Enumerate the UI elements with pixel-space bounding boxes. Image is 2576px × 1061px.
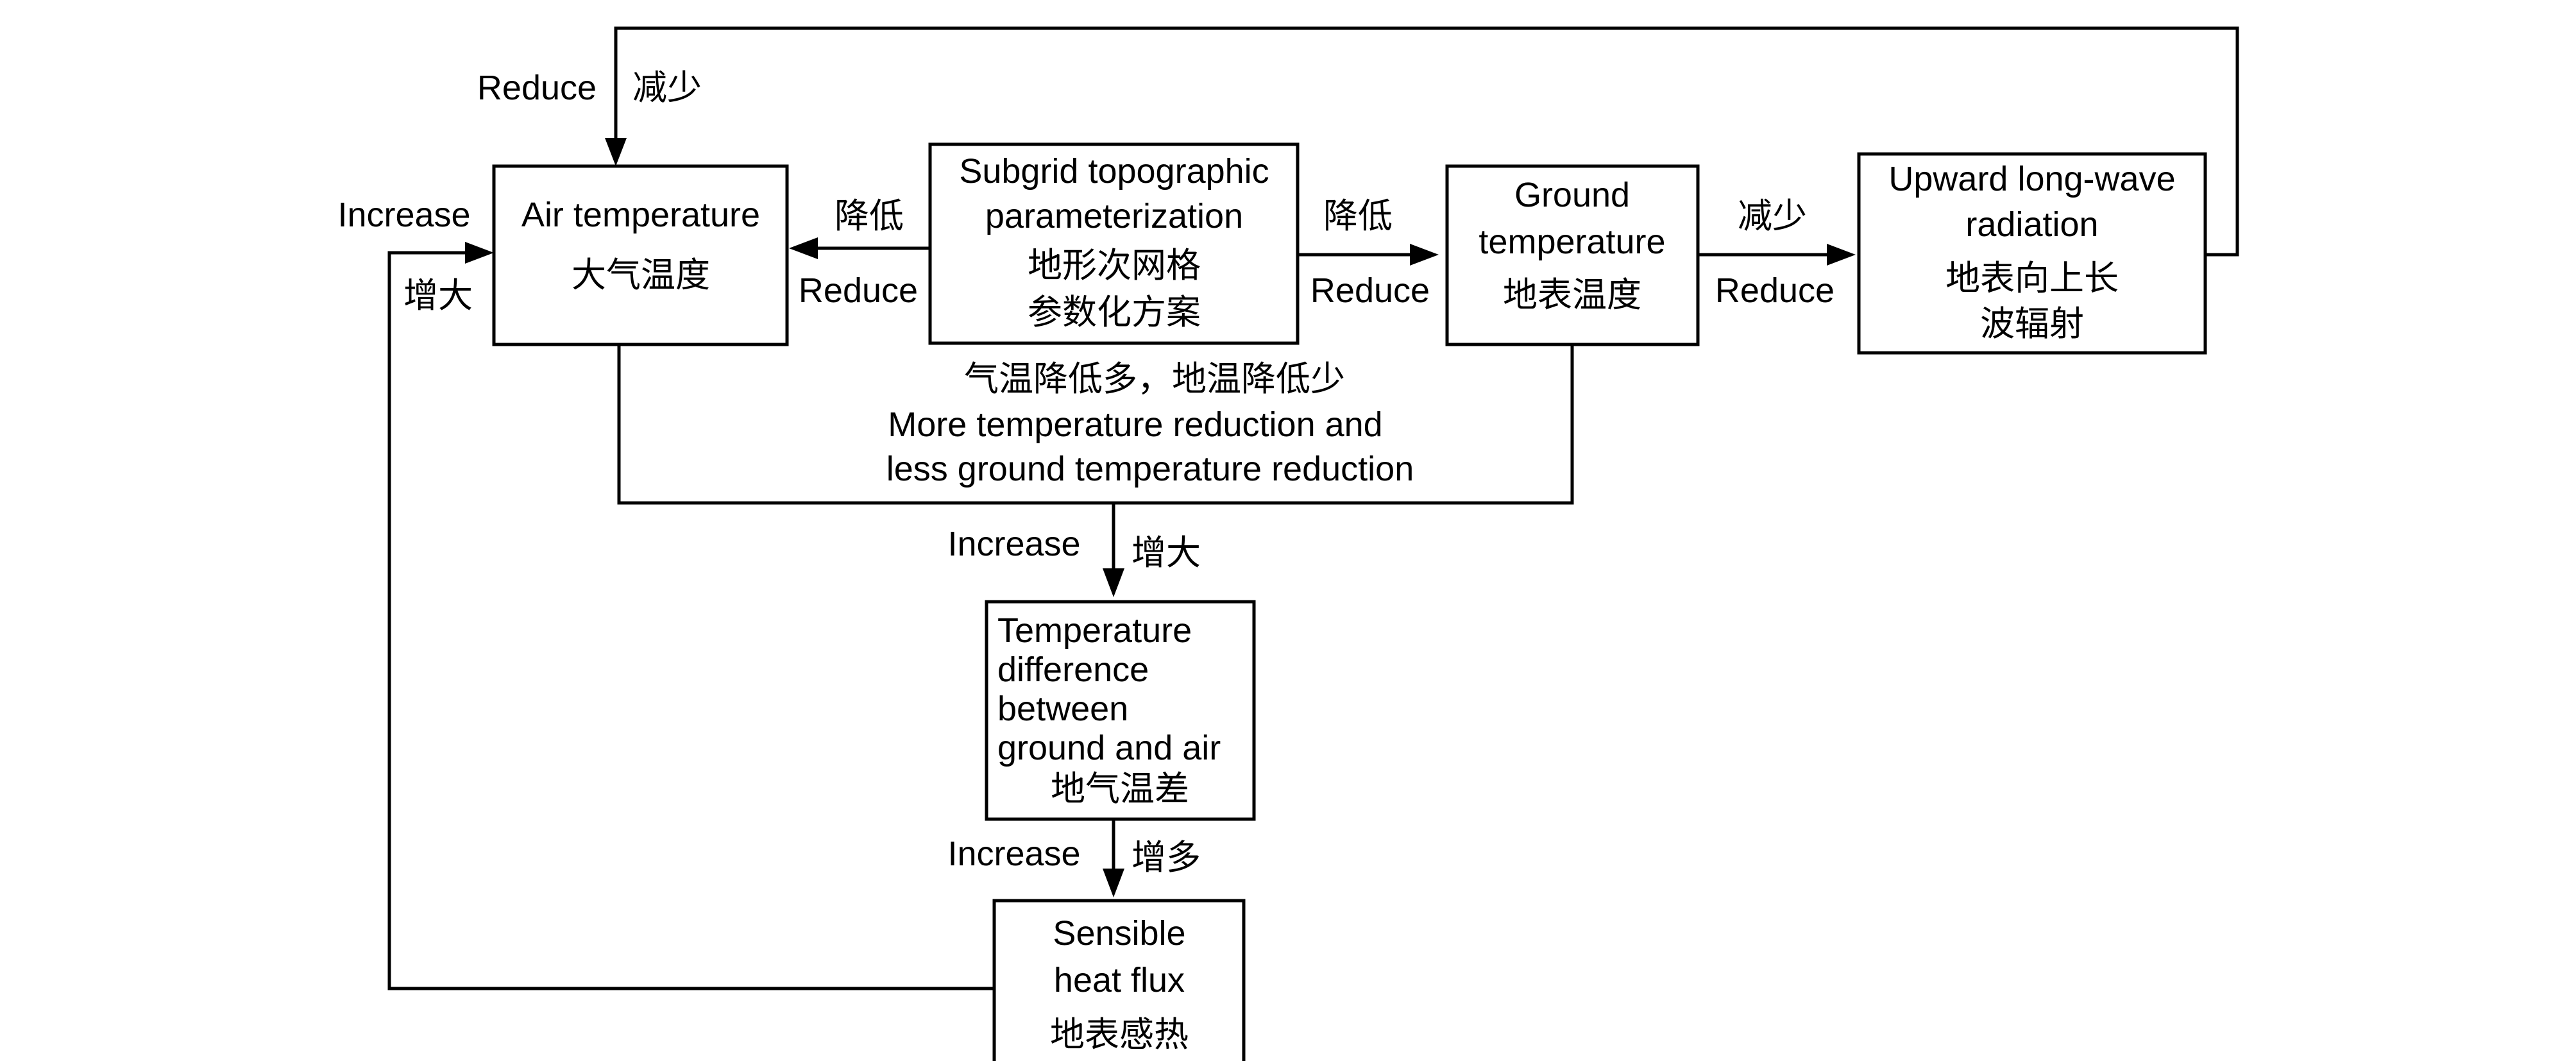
ground-temperature-box: [1445, 164, 1700, 346]
edge-to-sensible-heat-label-en: Increase: [947, 835, 1080, 873]
edge-upward-to-air-label-en: Reduce: [477, 69, 597, 107]
edge-sensible-to-air-label-en: Increase: [337, 196, 470, 234]
ground-temperature-label-zh: 地表温度: [1503, 276, 1641, 314]
arrowhead-to-sensible-heat: [1103, 869, 1124, 897]
subgrid-label-en-1: Subgrid topographic: [959, 152, 1269, 191]
edge-subgrid-to-ground-label-en: Reduce: [1310, 271, 1430, 310]
sensible-heat-label-en-2: heat flux: [1054, 961, 1185, 999]
sensible-heat-label-zh: 地表感热: [1050, 1015, 1189, 1054]
edge-ground-to-upward-label-zh: 减少: [1738, 197, 1807, 235]
edge-upward-to-air-label-zh: 减少: [632, 69, 702, 107]
air-temperature-label-en: Air temperature: [521, 196, 760, 234]
combined-note-en-2: less ground temperature reduction: [886, 450, 1414, 488]
edge-sensible-to-air-label-zh: 增大: [403, 276, 473, 315]
subgrid-box: [928, 142, 1300, 345]
edge-ground-to-upward-label-en: Reduce: [1715, 271, 1835, 310]
edge-subgrid-to-ground-label-zh: 降低: [1323, 197, 1393, 235]
upward-longwave-label-en-1: Upward long-wave: [1888, 160, 2175, 198]
subgrid-label-zh-1: 地形次网格: [1028, 246, 1201, 285]
edge-to-temperature-difference-label-zh: 增大: [1131, 534, 1201, 572]
temperature-difference-label-en-3: between: [997, 690, 1128, 728]
combined-note-zh: 气温降低多，地温降低少: [964, 360, 1345, 398]
temperature-difference-label-en-4: ground and air: [997, 729, 1221, 767]
temperature-difference-label-zh: 地气温差: [1051, 770, 1189, 808]
air-temperature-box: [492, 164, 789, 346]
temperature-difference-label-en-2: difference: [997, 650, 1149, 689]
upward-longwave-label-en-2: radiation: [1965, 205, 2098, 244]
subgrid-label-zh-2: 参数化方案: [1028, 293, 1201, 332]
edge-to-temperature-difference-label-en: Increase: [947, 525, 1080, 563]
arrowhead-ground-to-upward: [1827, 244, 1856, 266]
ground-temperature-label-en-1: Ground: [1514, 176, 1630, 214]
combined-note-en-1: More temperature reduction and: [888, 405, 1382, 444]
arrowhead-sensible-to-air: [465, 242, 494, 264]
arrowhead-upward-to-air: [605, 138, 627, 166]
arrowhead-subgrid-to-air: [789, 237, 818, 259]
temperature-difference-label-en-1: Temperature: [997, 611, 1192, 650]
temperature-difference-box: [985, 600, 1256, 821]
sensible-heat-box: [992, 899, 1246, 1061]
edge-to-sensible-heat-label-zh: 增多: [1131, 838, 1201, 877]
edge-air-ground-combined: [617, 344, 1574, 505]
air-temperature-label-zh: 大气温度: [572, 256, 710, 294]
subgrid-label-en-2: parameterization: [985, 197, 1243, 235]
edge-subgrid-to-air-label-en: Reduce: [799, 271, 918, 310]
upward-longwave-label-zh-1: 地表向上长: [1945, 259, 2119, 298]
upward-longwave-label-zh-2: 波辐射: [1980, 305, 2084, 343]
edge-subgrid-to-air-label-zh: 降低: [835, 197, 904, 235]
ground-temperature-label-en-2: temperature: [1479, 223, 1665, 261]
arrowhead-to-temperature-difference: [1103, 568, 1124, 597]
arrowhead-subgrid-to-ground: [1410, 244, 1439, 266]
upward-longwave-box: [1857, 152, 2207, 355]
edge-upward-to-air-loop: [614, 26, 2239, 257]
edge-sensible-to-air-loop: [387, 251, 994, 990]
sensible-heat-label-en-1: Sensible: [1053, 914, 1185, 953]
